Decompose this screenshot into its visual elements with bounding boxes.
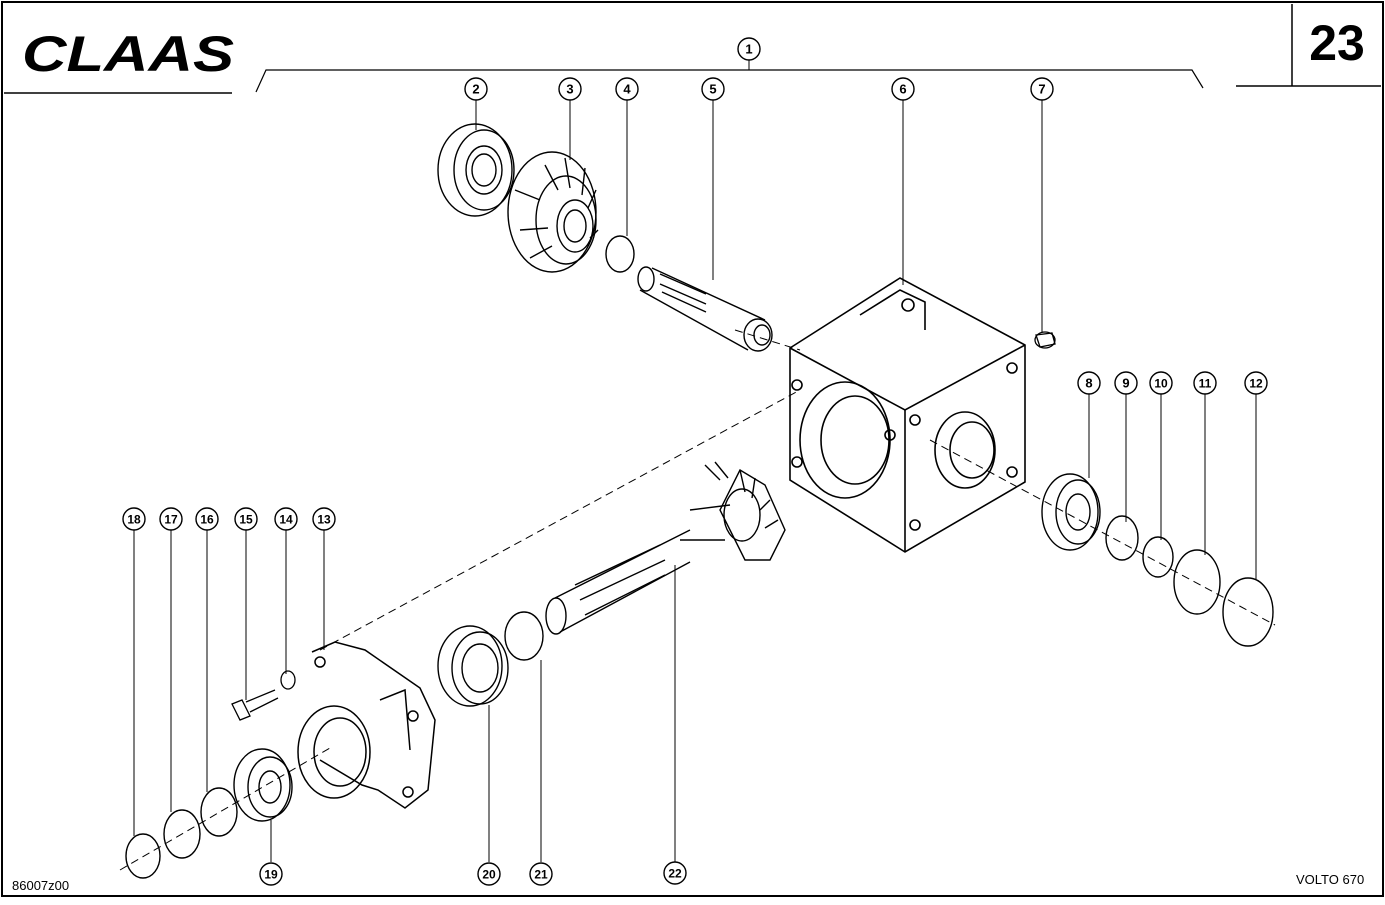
callout-3: 3 <box>558 77 582 101</box>
callout-13: 13 <box>312 507 336 531</box>
ring-16 <box>200 787 238 837</box>
washer-14 <box>280 670 296 690</box>
callout-number: 20 <box>482 868 496 882</box>
model-name: VOLTO 670 <box>1296 872 1365 887</box>
callout-8: 8 <box>1077 371 1101 395</box>
callout-number: 18 <box>127 513 141 527</box>
callout-5: 5 <box>701 77 725 101</box>
ring-4 <box>605 235 635 273</box>
callout-number: 15 <box>239 513 253 527</box>
callout-circle <box>464 77 488 101</box>
callout-circle <box>159 507 183 531</box>
callout-6: 6 <box>891 77 915 101</box>
callout-10: 10 <box>1149 371 1173 395</box>
callout-16: 16 <box>195 507 219 531</box>
callout-number: 9 <box>1122 376 1129 391</box>
callout-circle <box>1193 371 1217 395</box>
callout-circle <box>615 77 639 101</box>
pinion-shaft <box>545 461 786 635</box>
assembly-bracket <box>255 69 1204 93</box>
callout-number: 21 <box>534 868 548 882</box>
callout-circle <box>891 77 915 101</box>
circlip-10 <box>1142 536 1174 578</box>
callout-circle <box>737 37 761 61</box>
gearbox-housing <box>789 277 1026 553</box>
callout-number: 8 <box>1085 376 1092 391</box>
bearing-right <box>1041 473 1101 551</box>
callout-number: 11 <box>1199 377 1212 391</box>
callout-number: 2 <box>472 82 479 97</box>
assembly-axes <box>119 329 1276 871</box>
callout-12: 12 <box>1244 371 1268 395</box>
callout-11: 11 <box>1193 371 1217 395</box>
ring-9 <box>1105 515 1139 561</box>
ring-11 <box>1173 549 1221 615</box>
callout-15: 15 <box>234 507 258 531</box>
callout-7: 7 <box>1030 77 1054 101</box>
callout-number: 19 <box>264 868 278 882</box>
callout-circle <box>274 507 298 531</box>
ring-21 <box>504 611 544 661</box>
callout-number: 17 <box>164 513 178 527</box>
callout-circle <box>1244 371 1268 395</box>
callout-18: 18 <box>122 507 146 531</box>
callout-9: 9 <box>1114 371 1138 395</box>
drawing-reference: 86007z00 <box>12 878 70 893</box>
callout-circle <box>1149 371 1173 395</box>
callout-circle <box>312 507 336 531</box>
callout-number: 1 <box>745 42 752 57</box>
bolt <box>231 689 279 721</box>
callout-circle <box>477 862 501 886</box>
brand-logo: CLAAS <box>22 26 234 82</box>
bearing-lower <box>437 625 509 707</box>
callout-1: 1 <box>737 37 761 61</box>
callout-leaders <box>133 100 1257 862</box>
callout-22: 22 <box>663 861 687 885</box>
callout-circle <box>529 862 553 886</box>
callout-circle <box>663 861 687 885</box>
page-number: 23 <box>1309 15 1365 71</box>
callout-number: 4 <box>623 82 631 97</box>
callout-number: 6 <box>899 82 906 97</box>
callout-number: 7 <box>1038 82 1045 97</box>
callout-number: 22 <box>668 867 682 881</box>
flange-housing <box>297 641 436 809</box>
callout-number: 12 <box>1249 377 1263 391</box>
callout-4: 4 <box>615 77 639 101</box>
callout-circle <box>701 77 725 101</box>
callout-number: 14 <box>279 513 293 527</box>
callout-2: 2 <box>464 77 488 101</box>
callout-number: 3 <box>566 82 573 97</box>
callout-number: 5 <box>709 82 716 97</box>
callout-number: 13 <box>317 513 331 527</box>
callout-circle <box>122 507 146 531</box>
callout-number: 16 <box>200 513 214 527</box>
circlip-12 <box>1222 577 1274 647</box>
bearing-bottom <box>233 748 293 822</box>
callout-circle <box>1077 371 1101 395</box>
bearing-upper <box>437 123 515 217</box>
brand-logo-text: CLAAS <box>22 26 234 82</box>
callout-circle <box>1114 371 1138 395</box>
shaft-upper <box>637 266 773 352</box>
bevel-gear-upper <box>507 151 599 273</box>
callout-17: 17 <box>159 507 183 531</box>
callout-circle <box>558 77 582 101</box>
callout-circle <box>234 507 258 531</box>
callout-14: 14 <box>274 507 298 531</box>
circlip-18 <box>125 833 161 879</box>
callout-20: 20 <box>477 862 501 886</box>
callout-circle <box>259 862 283 886</box>
breather-plug <box>1034 331 1056 349</box>
callout-19: 19 <box>259 862 283 886</box>
callout-circle <box>195 507 219 531</box>
ring-17 <box>163 809 201 859</box>
callout-21: 21 <box>529 862 553 886</box>
callout-circle <box>1030 77 1054 101</box>
callout-number: 10 <box>1154 377 1168 391</box>
